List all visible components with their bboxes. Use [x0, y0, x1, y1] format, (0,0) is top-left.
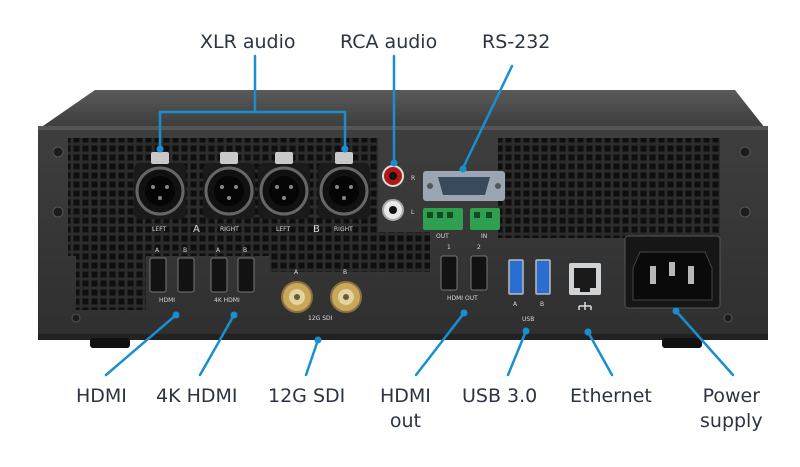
ethernet-port [569, 263, 601, 310]
label-hdmi-a2: A [216, 247, 221, 254]
callout-12g-sdi: 12G SDI [268, 385, 346, 407]
xlr-jack-3 [258, 152, 310, 219]
leader-12g-sdi [304, 338, 320, 377]
sdi-bnc-connectors [281, 281, 362, 313]
label-hdmi: HDMI [159, 297, 175, 304]
label-usb-a: A [513, 301, 518, 308]
label-out: OUT [436, 233, 449, 240]
label-hdmi-out-2: 2 [477, 244, 481, 251]
screws [52, 146, 751, 323]
usb-ports [508, 259, 551, 295]
terminal-blocks [423, 208, 500, 230]
leader-power [674, 309, 735, 377]
label-hdmi-out-1: 1 [447, 244, 451, 251]
label-sdi-b: B [343, 269, 347, 276]
hdmi-outputs [440, 255, 488, 291]
feet [90, 338, 702, 348]
label-rca-l: L [411, 209, 415, 216]
label-xlr-right-2: RIGHT [334, 226, 353, 233]
callout-xlr-audio: XLR audio [200, 31, 296, 53]
label-xlr-right-1: RIGHT [220, 226, 239, 233]
panel-silkscreen: LEFT A RIGHT LEFT B RIGHT R L OUT IN A B… [152, 175, 544, 323]
label-hdmi-b1: B [183, 247, 187, 254]
label-hdmi-b2: B [243, 247, 247, 254]
label-xlr-b: B [313, 224, 320, 235]
label-xlr-a: A [193, 224, 200, 235]
label-hdmi-a1: A [155, 247, 160, 254]
callout-hdmi: HDMI [76, 385, 127, 407]
callout-4k-hdmi: 4K HDMI [156, 385, 238, 407]
power-inlet [624, 235, 721, 309]
label-hdmi-out: HDMI OUT [447, 295, 478, 302]
xlr-jack-1 [134, 152, 186, 219]
leader-ethernet [586, 330, 614, 377]
leader-xlr [158, 54, 347, 150]
leader-hdmi-out [414, 311, 466, 377]
callout-hdmi-out-line2: out [389, 410, 422, 432]
rs232-port [423, 171, 505, 201]
callout-rs232: RS-232 [482, 31, 551, 53]
callout-power-line2: supply [700, 410, 763, 432]
label-usb: USB [522, 316, 534, 323]
callout-rca-audio: RCA audio [340, 31, 438, 53]
xlr-connectors [134, 152, 370, 219]
callout-hdmi-out: HDMI out [380, 384, 431, 434]
leader-4k-hdmi [198, 313, 236, 377]
callout-power-supply: Power supply [700, 384, 763, 434]
leader-lines [104, 54, 735, 377]
label-sdi-a: A [294, 269, 299, 276]
leader-usb [506, 329, 528, 377]
hdmi-inputs [149, 257, 255, 293]
leader-rs232 [461, 64, 514, 170]
callout-usb3: USB 3.0 [462, 385, 538, 407]
callout-power-line1: Power [702, 385, 761, 407]
label-usb-b: B [540, 301, 544, 308]
xlr-jack-4 [318, 152, 370, 219]
label-hdmi-4k: 4K HDMI [214, 297, 240, 304]
callout-hdmi-out-line1: HDMI [380, 385, 431, 407]
leader-hdmi [104, 313, 178, 377]
xlr-jack-2 [203, 152, 255, 219]
label-xlr-left-1: LEFT [152, 226, 166, 233]
label-sdi: 12G SDI [308, 315, 333, 322]
callout-ethernet: Ethernet [570, 385, 652, 407]
label-rca-r: R [411, 175, 415, 182]
label-xlr-left-2: LEFT [276, 226, 290, 233]
label-in: IN [481, 233, 487, 240]
